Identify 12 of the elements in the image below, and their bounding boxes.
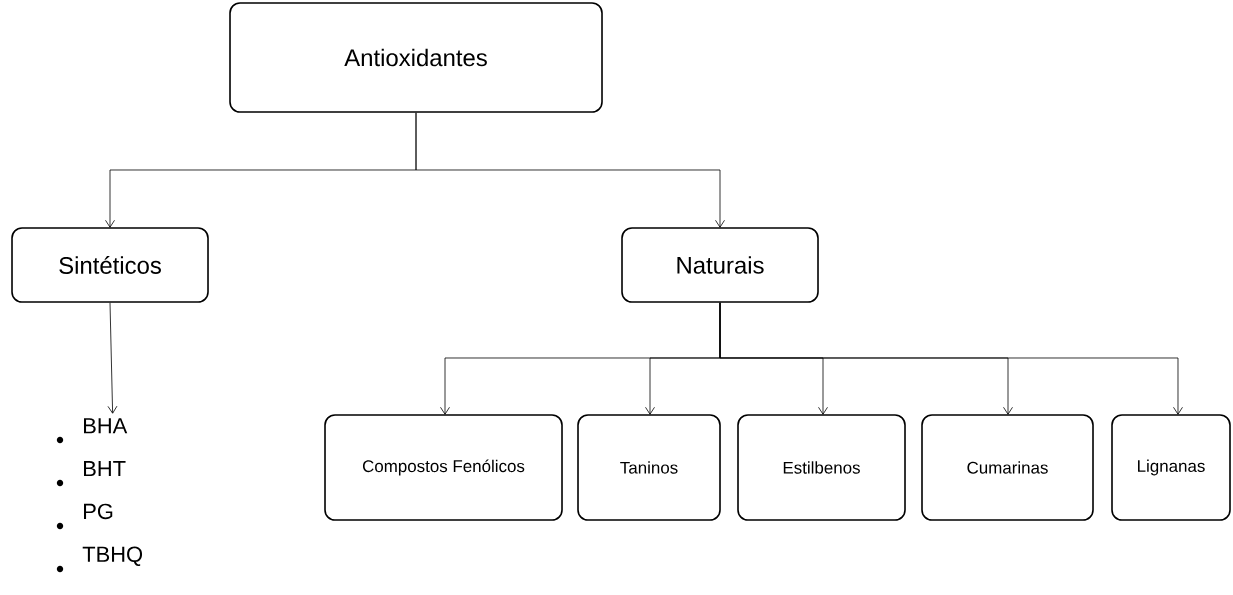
category-box: Cumarinas bbox=[921, 414, 1094, 521]
category-box: Taninos bbox=[577, 414, 721, 521]
category-box: Sintéticos bbox=[11, 227, 209, 303]
category-box: Antioxidantes bbox=[229, 2, 603, 113]
arrow bbox=[719, 302, 1183, 415]
category-box: Lignanas bbox=[1111, 414, 1231, 521]
category-box: Naturais bbox=[621, 227, 819, 303]
category-box: Estilbenos bbox=[737, 414, 906, 521]
arrow bbox=[107, 302, 118, 414]
category-box: Compostos Fenólicos bbox=[324, 414, 563, 521]
arrow bbox=[415, 112, 725, 228]
bullet-list: BHA BHT PG TBHQ bbox=[82, 418, 143, 566]
